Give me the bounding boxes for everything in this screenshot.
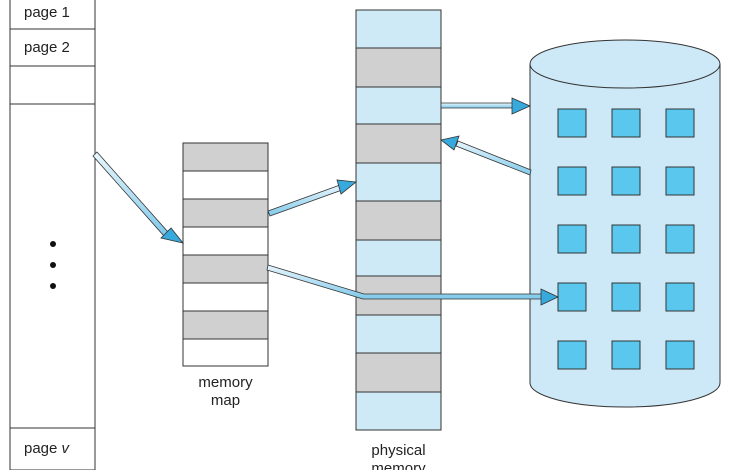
ellipsis-dot (50, 241, 56, 247)
memory-map-label: memory map (183, 374, 268, 410)
physical-memory-label-line: memory (371, 460, 426, 470)
memory-map-entry-empty (182, 226, 269, 256)
frame-free (355, 86, 442, 125)
frame-occupied (355, 352, 442, 393)
memory-map-entry-empty (182, 170, 269, 200)
memory-map-entry-empty (182, 338, 269, 367)
disk-block (557, 108, 587, 138)
frame-occupied (355, 47, 442, 88)
virtual-memory-outline (9, 0, 96, 470)
disk-block (557, 340, 587, 370)
arrow-shaft (455, 140, 532, 176)
disk-blocks (557, 108, 695, 370)
ellipsis-dot (50, 262, 56, 268)
memory-map (182, 142, 269, 367)
arrow-head (336, 179, 358, 195)
disk-block (611, 340, 641, 370)
disk-block (611, 224, 641, 254)
frame-free (355, 391, 442, 431)
memory-map-label-line: memory (198, 374, 253, 391)
arrow-shaft (440, 102, 514, 109)
disk-block (665, 224, 695, 254)
memory-map-label-line: map (210, 392, 241, 409)
page-label: page 1 (24, 4, 70, 21)
physical-memory (355, 9, 442, 431)
memory-map-entry-occupied (182, 310, 269, 340)
disk-block (611, 166, 641, 196)
disk-top (529, 39, 721, 89)
ellipsis-dot (50, 283, 56, 289)
mapping-arrows (92, 97, 559, 306)
frame-occupied (355, 123, 442, 164)
arrow-head (540, 288, 559, 306)
arrow-head (511, 97, 531, 115)
disk-block (611, 282, 641, 312)
page-label-prefix: page (24, 440, 62, 457)
frame-free (355, 239, 442, 277)
arrow-head (160, 227, 185, 244)
disk-block (557, 166, 587, 196)
memory-map-entry-occupied (182, 198, 269, 228)
disk-block (665, 166, 695, 196)
disk-block (557, 224, 587, 254)
arrow-shaft (92, 151, 169, 237)
arrow-shaft (267, 184, 343, 217)
memory-map-entry-occupied (182, 254, 269, 284)
physical-memory-label-line: physical (371, 442, 426, 459)
page-label-variable: v (61, 440, 70, 457)
disk-block (611, 108, 641, 138)
memory-map-entry-empty (182, 282, 269, 312)
disk-block (665, 108, 695, 138)
virtual-memory-column (9, 0, 96, 470)
frame-free (355, 314, 442, 354)
page-label: page 2 (24, 39, 70, 56)
memory-map-entry-occupied (182, 142, 269, 172)
arrow-head (440, 135, 460, 151)
frame-free (355, 162, 442, 202)
frame-occupied (355, 200, 442, 241)
frame-free (355, 9, 442, 49)
disk-block (665, 340, 695, 370)
page-label-last: page v (24, 440, 69, 457)
disk-block (557, 282, 587, 312)
physical-memory-label: physical memory (348, 442, 449, 470)
disk-block (665, 282, 695, 312)
